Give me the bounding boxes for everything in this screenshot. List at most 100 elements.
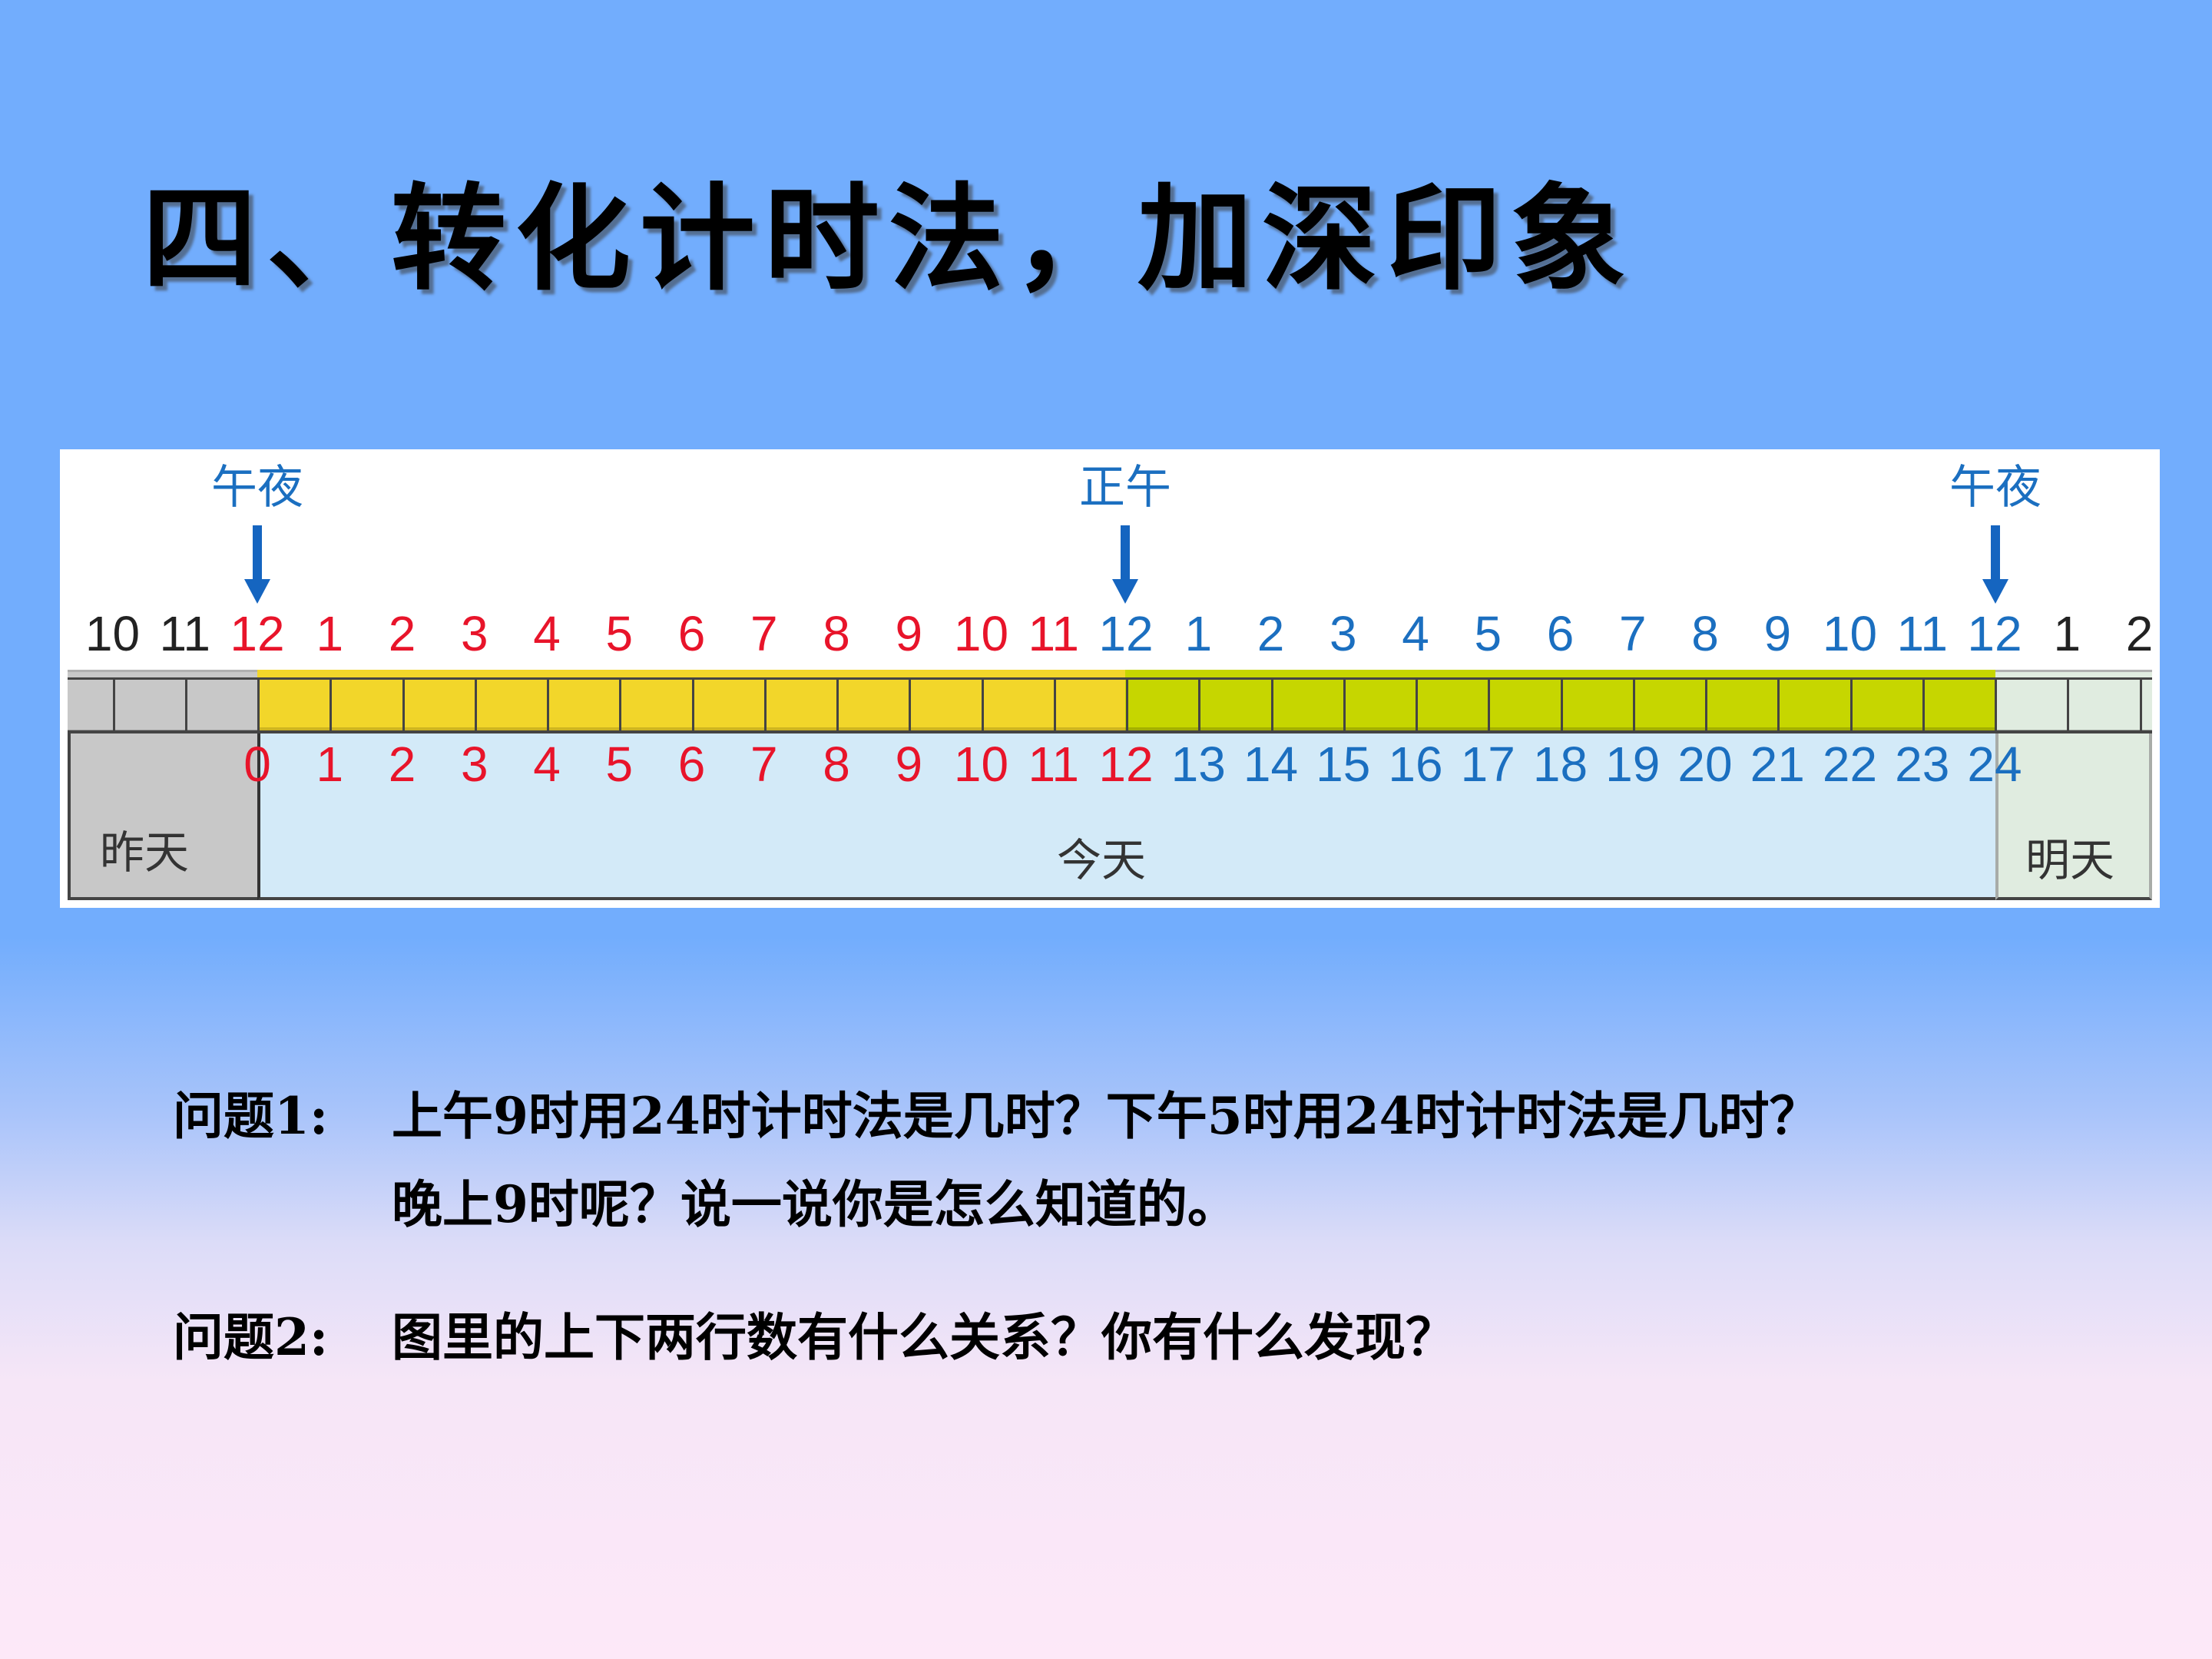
down-arrow-icon — [244, 525, 270, 604]
hour-number: 6 — [677, 737, 706, 792]
hour-number: 7 — [750, 737, 778, 792]
hour-number: 2 — [2125, 606, 2154, 661]
hour-tick — [2139, 677, 2142, 730]
tomorrow-bar — [1995, 670, 2152, 733]
hour-number: 8 — [823, 606, 850, 661]
hour-tick — [909, 677, 912, 730]
hour-tick — [1126, 677, 1128, 730]
hour-number: 3 — [1329, 606, 1357, 661]
today-label: 今天 — [1056, 834, 1147, 886]
hour-tick — [2067, 677, 2070, 730]
hour-tick — [1270, 677, 1273, 730]
marker-label: 正午 — [1079, 461, 1171, 515]
hour-number: 10 — [1822, 606, 1878, 661]
hour-tick — [184, 677, 187, 730]
hour-number: 12 — [230, 606, 285, 661]
hour-tick — [1198, 677, 1201, 730]
down-arrow-icon — [1112, 525, 1138, 604]
tomorrow-label: 明天 — [2025, 834, 2115, 886]
hour-number: 6 — [1546, 606, 1575, 661]
hour-tick — [1416, 677, 1418, 730]
hour-number: 4 — [533, 606, 561, 661]
hour-number: 12 — [1098, 737, 1154, 792]
hour-number: 12 — [1967, 606, 2022, 661]
hour-number: 0 — [243, 737, 271, 792]
question-text-line: 上午9时用24时计时法是几时？下午5时用24时计时法是几时？ — [392, 1086, 1820, 1146]
hour-tick — [619, 677, 622, 730]
hour-number: 11 — [1028, 606, 1079, 661]
hour-tick — [1995, 677, 1997, 730]
slide-title: 四、转化计时法，加深印象 — [142, 171, 1636, 306]
hour-number: 21 — [1750, 737, 1805, 792]
hour-number: 10 — [953, 737, 1009, 792]
yesterday-label: 昨天 — [99, 826, 190, 879]
midnight-end-marker: 午夜 — [1919, 449, 2072, 604]
hour-number: 18 — [1532, 737, 1588, 792]
hour-number: 10 — [953, 606, 1009, 661]
hour-tick — [1705, 677, 1707, 730]
hour-number: 3 — [460, 606, 488, 661]
down-arrow-icon — [1982, 525, 2008, 604]
hour-tick — [1849, 677, 1853, 730]
hour-number: 19 — [1605, 737, 1661, 792]
hour-number: 4 — [533, 737, 561, 792]
hour-tick — [112, 677, 115, 730]
hour-number: 4 — [1402, 606, 1429, 661]
hour-number: 2 — [388, 737, 416, 792]
hour-tick — [1053, 677, 1056, 730]
hour-number: 24 — [1967, 737, 2022, 792]
hour-number: 14 — [1243, 737, 1299, 792]
hour-number: 9 — [895, 737, 923, 792]
hour-tick — [547, 677, 549, 730]
hour-number: 15 — [1316, 737, 1371, 792]
hour-number: 7 — [750, 606, 778, 661]
hour-number: 1 — [1184, 606, 1213, 661]
hour-number: 5 — [605, 606, 634, 661]
hour-tick — [1632, 677, 1635, 730]
question-label: 问题2: — [173, 1307, 329, 1367]
hour-tick — [1922, 677, 1925, 730]
hour-number: 6 — [677, 606, 706, 661]
hour-number: 9 — [1763, 606, 1792, 661]
hour-number: 12 — [1098, 606, 1154, 661]
hour-tick — [981, 677, 984, 730]
tomorrow-region — [1995, 733, 2152, 900]
hour-tick — [402, 677, 405, 730]
hour-number: 7 — [1618, 606, 1647, 661]
hour-number: 8 — [1691, 606, 1719, 661]
midnight-start-marker: 午夜 — [180, 449, 334, 604]
hour-tick — [691, 677, 694, 730]
hour-number: 3 — [460, 737, 488, 792]
hour-number: 17 — [1460, 737, 1515, 792]
hour-tick — [1343, 677, 1346, 730]
hour-number: 11 — [1028, 737, 1079, 792]
am-bar — [257, 670, 1125, 730]
hour-number: 16 — [1388, 737, 1443, 792]
yesterday-region — [68, 733, 257, 900]
hour-number: 23 — [1895, 737, 1950, 792]
hour-number: 8 — [823, 737, 850, 792]
question-text-line: 图里的上下两行数有什么关系？你有什么发现？ — [392, 1307, 1456, 1367]
hour-tick — [1560, 677, 1563, 730]
question-label: 问题1: — [173, 1086, 329, 1146]
today-region — [257, 733, 1995, 900]
hour-tick — [763, 677, 767, 730]
hour-number: 11 — [1896, 606, 1948, 661]
hour-number: 13 — [1171, 737, 1226, 792]
hour-number: 5 — [1474, 606, 1502, 661]
hour-number: 10 — [84, 606, 141, 661]
hour-number: 2 — [388, 606, 416, 661]
hour-tick — [1777, 677, 1780, 730]
hour-number: 2 — [1257, 606, 1285, 661]
hour-tick — [836, 677, 839, 730]
hour-number: 1 — [316, 737, 344, 792]
noon-marker: 正午 — [1048, 449, 1202, 604]
hour-number: 5 — [605, 737, 634, 792]
hour-number: 11 — [159, 606, 210, 661]
hour-number: 20 — [1677, 737, 1733, 792]
question-text-line: 晚上9时呢？说一说你是怎么知道的。 — [392, 1174, 1238, 1234]
hour-number: 22 — [1822, 737, 1878, 792]
hour-tick — [329, 677, 333, 730]
hour-tick — [474, 677, 477, 730]
